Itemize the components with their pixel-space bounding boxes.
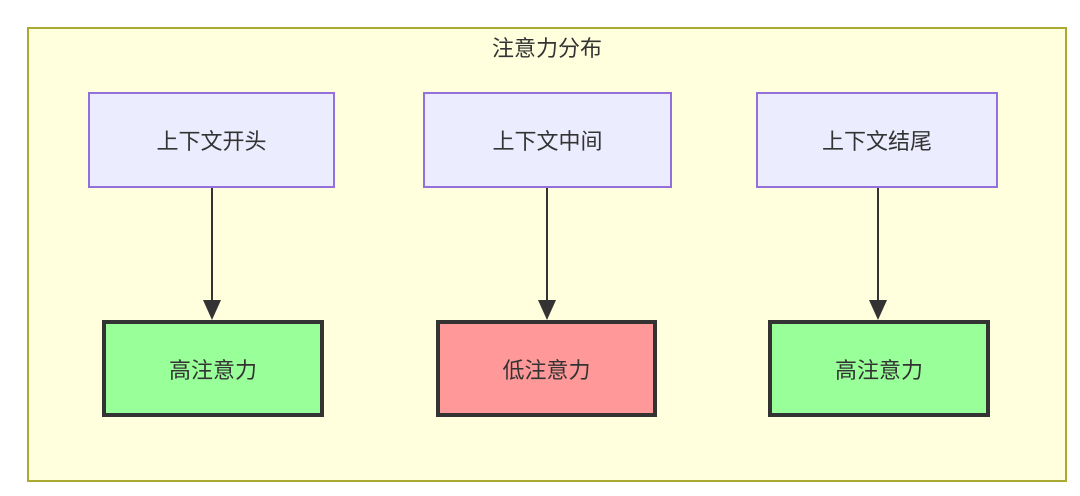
- node-context-start: 上下文开头: [88, 92, 335, 188]
- arrow-down-icon: [869, 188, 887, 320]
- arrow-down-icon: [538, 188, 556, 320]
- node-context-middle: 上下文中间: [423, 92, 672, 188]
- node-high-attention-start-label: 高注意力: [168, 357, 257, 383]
- node-context-end: 上下文结尾: [756, 92, 998, 188]
- node-context-end-label: 上下文结尾: [821, 129, 932, 154]
- arrow-end-to-high-attention: [867, 188, 889, 320]
- arrow-down-icon: [203, 188, 221, 320]
- node-low-attention-middle-label: 低注意力: [502, 357, 591, 383]
- cluster-title: 注意力分布: [491, 36, 602, 61]
- node-high-attention-start: 高注意力: [102, 320, 324, 417]
- node-high-attention-end: 高注意力: [768, 320, 990, 417]
- node-high-attention-end-label: 高注意力: [834, 357, 923, 383]
- arrow-start-to-high-attention: [201, 188, 223, 320]
- arrow-middle-to-low-attention: [536, 188, 558, 320]
- node-low-attention-middle: 低注意力: [436, 320, 657, 417]
- node-context-start-label: 上下文开头: [156, 129, 267, 154]
- node-context-middle-label: 上下文中间: [492, 129, 603, 154]
